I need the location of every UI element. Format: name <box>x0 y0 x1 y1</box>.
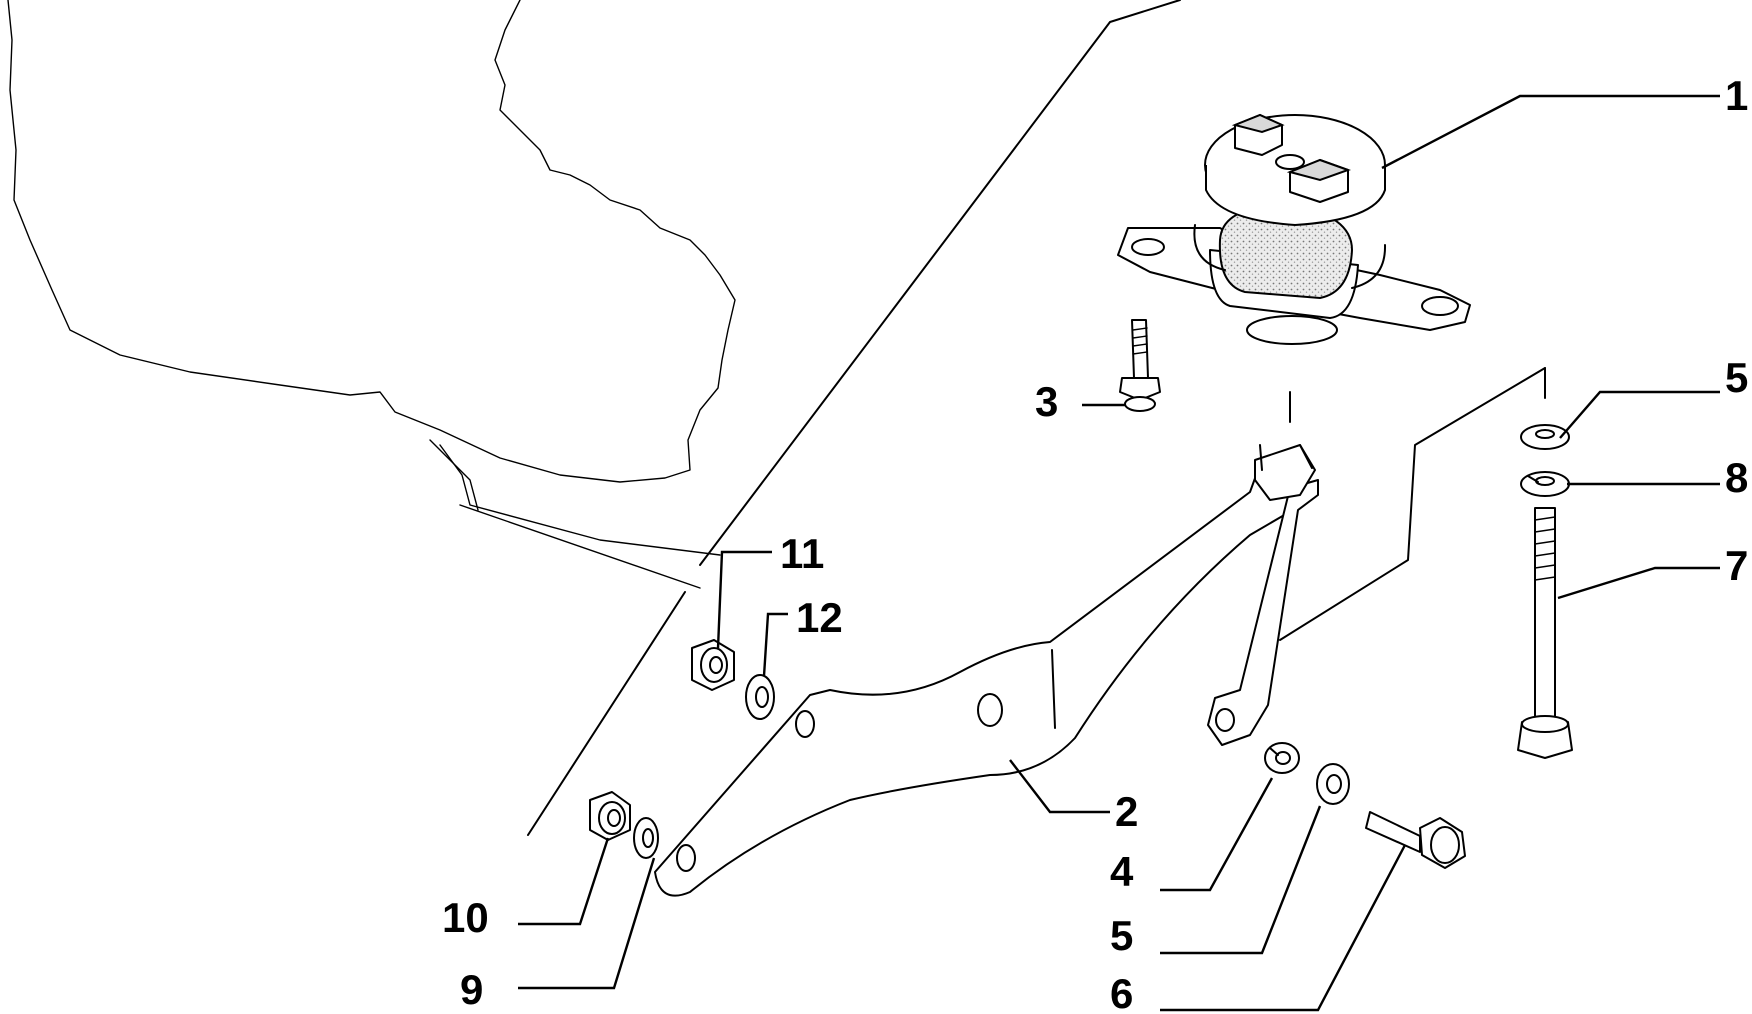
engine-mount <box>1117 113 1471 345</box>
callout-9: 9 <box>460 966 483 1013</box>
callout-7: 7 <box>1725 542 1748 589</box>
callout-11: 11 <box>780 530 824 577</box>
callout-6: 6 <box>1110 970 1133 1014</box>
assembly-reference-lines <box>527 0 1546 836</box>
lock-washer <box>1264 742 1300 774</box>
long-bolt <box>1517 507 1573 759</box>
washer-upper <box>745 674 775 720</box>
callout-4: 4 <box>1110 848 1134 895</box>
callout-1: 1 <box>1725 72 1748 119</box>
callout-8: 8 <box>1725 454 1748 501</box>
callout-10: 10 <box>442 894 489 941</box>
leader-lines <box>518 94 1720 1012</box>
washer-left <box>633 817 659 859</box>
callout-labels: 1 2 3 4 5 6 5 8 7 9 10 11 12 <box>442 72 1748 1014</box>
nut-upper <box>691 639 735 691</box>
callout-3: 3 <box>1035 378 1058 425</box>
callout-5-lower: 5 <box>1110 912 1133 959</box>
flat-washer-upper-right <box>1520 424 1570 450</box>
flat-washer-lower <box>1316 763 1350 805</box>
callout-2: 2 <box>1115 788 1138 835</box>
gearbox-housing-outline <box>7 0 736 589</box>
support-bracket <box>654 444 1319 897</box>
callout-12: 12 <box>796 594 843 641</box>
hex-bolt <box>1365 811 1466 869</box>
lock-washer-right <box>1520 471 1570 497</box>
stud-bolt <box>1119 319 1161 412</box>
callout-5-upper: 5 <box>1725 354 1748 401</box>
nut-left <box>589 791 631 841</box>
